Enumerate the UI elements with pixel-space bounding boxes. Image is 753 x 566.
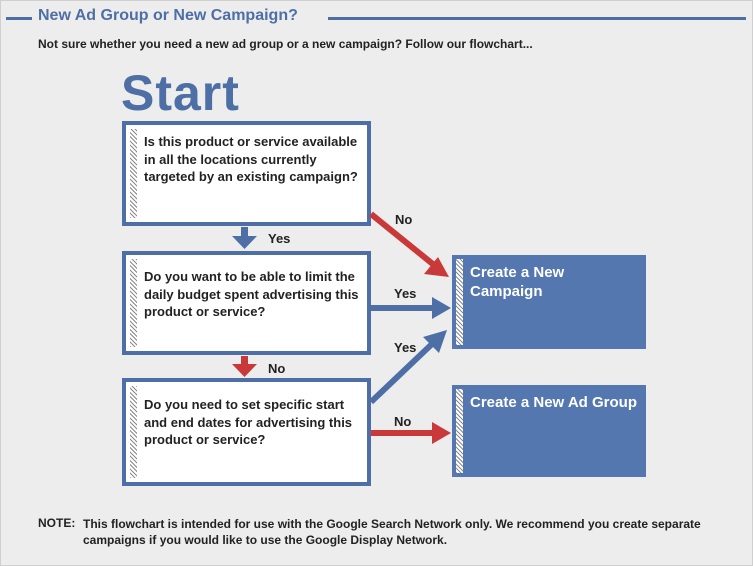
hatch-stripe xyxy=(130,386,137,478)
label-q3-no: No xyxy=(394,414,412,429)
start-heading: Start xyxy=(121,65,240,121)
label-q1-yes: Yes xyxy=(268,231,291,246)
arrow-q3-no xyxy=(371,422,451,444)
arrow-q1-no xyxy=(369,211,449,277)
question-text: Do you want to be able to limit the dail… xyxy=(144,269,359,319)
note-text: This flowchart is intended for use with … xyxy=(83,517,701,547)
question-box-locations: Is this product or service available in … xyxy=(122,121,371,226)
hatch-stripe xyxy=(456,389,463,473)
page-title: New Ad Group or New Campaign? xyxy=(38,7,298,24)
question-text: Is this product or service available in … xyxy=(144,134,358,184)
label-q2-yes: Yes xyxy=(394,286,417,301)
note-label: NOTE: xyxy=(38,516,76,530)
title-rule-right xyxy=(328,17,746,20)
label-q3-yes: Yes xyxy=(394,340,417,355)
arrow-q1-yes xyxy=(232,227,257,249)
outcome-text: Create a New Campaign xyxy=(470,264,565,300)
label-q1-no: No xyxy=(395,212,413,227)
arrow-q2-yes xyxy=(371,297,451,319)
question-text: Do you need to set specific start and en… xyxy=(144,397,353,447)
hatch-stripe xyxy=(456,259,463,345)
outcome-text: Create a New Ad Group xyxy=(470,394,637,411)
arrow-q3-yes xyxy=(368,330,447,405)
title-rule-left xyxy=(6,17,32,20)
subtitle: Not sure whether you need a new ad group… xyxy=(38,37,533,51)
title-bar: New Ad Group or New Campaign? xyxy=(6,6,746,28)
hatch-stripe xyxy=(130,259,137,347)
outcome-box-adgroup: Create a New Ad Group xyxy=(452,385,646,477)
hatch-stripe xyxy=(130,129,137,218)
outcome-box-campaign: Create a New Campaign xyxy=(452,255,646,349)
question-box-dates: Do you need to set specific start and en… xyxy=(122,378,371,486)
arrow-q2-no xyxy=(232,356,257,377)
label-q2-no: No xyxy=(268,361,286,376)
question-box-budget: Do you want to be able to limit the dail… xyxy=(122,251,371,355)
